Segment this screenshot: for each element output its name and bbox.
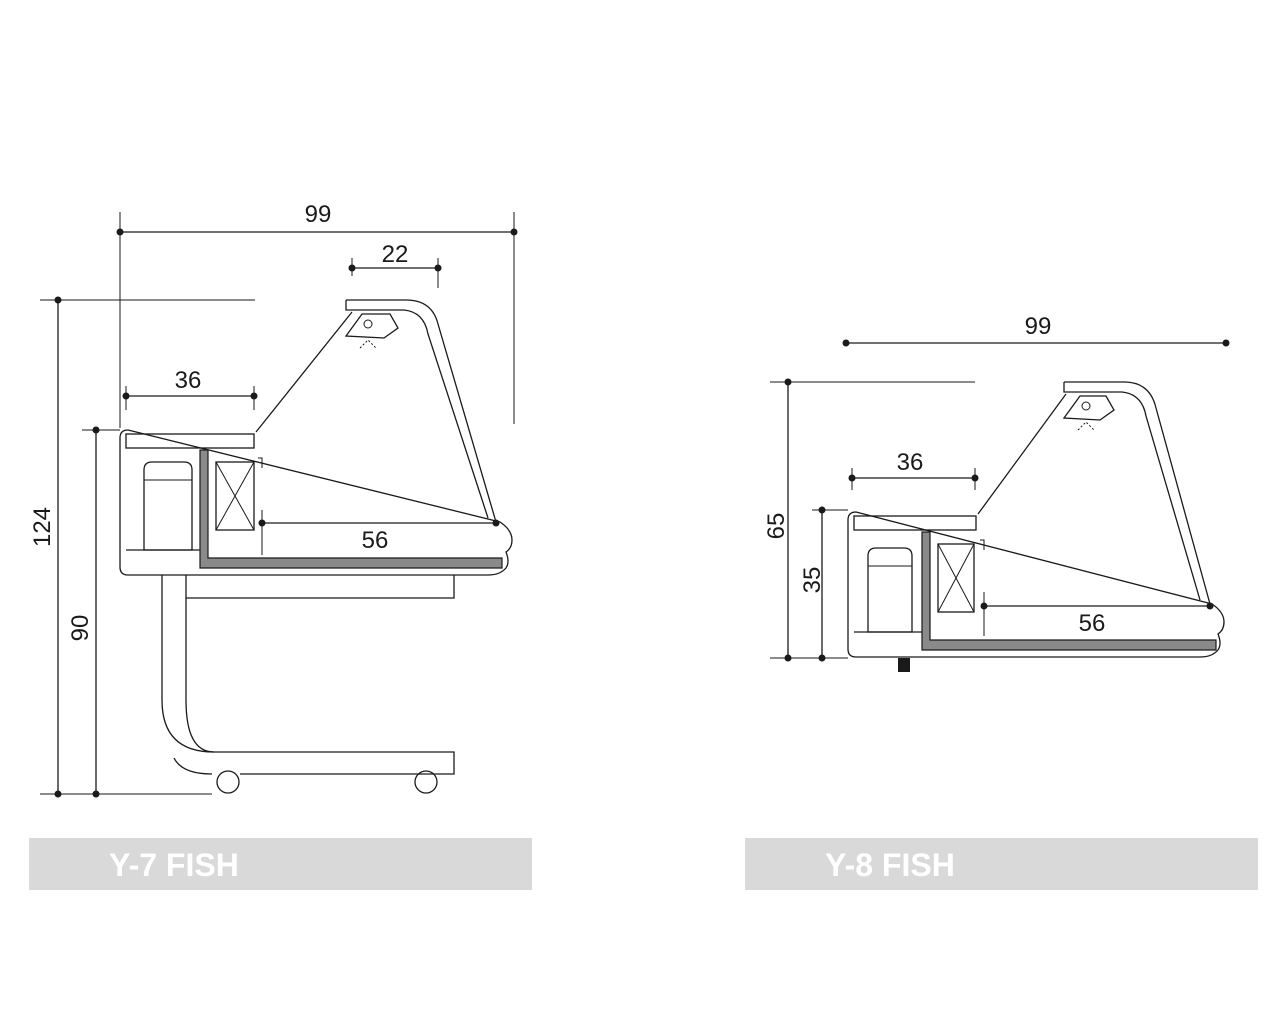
- y8-evaporator: [937, 543, 975, 613]
- y7-label-bar: Y-7 FISH: [29, 838, 532, 890]
- y8-base-height-label: 35: [799, 567, 826, 594]
- y7-wheel-left: [216, 770, 240, 794]
- y8-foot: [898, 658, 910, 672]
- y7-title: Y-7 FISH: [109, 847, 239, 883]
- y7-base-height-label: 90: [67, 615, 94, 642]
- y8-top-shelf: [853, 515, 977, 531]
- y8-inner-width-label: 36: [897, 449, 924, 476]
- y8-glass-inner: [977, 393, 1067, 515]
- y7-lamp: [344, 313, 399, 339]
- y7-glass-canopy: [346, 299, 497, 523]
- y7-wheel-right: [414, 770, 438, 794]
- y7-width-label: 99: [305, 201, 332, 228]
- y8-title: Y-8 FISH: [825, 847, 955, 883]
- y7-top-shelf: [125, 433, 255, 449]
- y8-width-label: 99: [1025, 313, 1052, 340]
- y8-counter-body: [847, 511, 1225, 658]
- y8-label-bar: Y-8 FISH: [745, 838, 1258, 890]
- y7-top-width-label: 22: [382, 241, 409, 268]
- y7-diagram: 99 22 36 124 90: [29, 201, 518, 798]
- y8-cold-plate: [921, 531, 1217, 651]
- y7-depth-label: 56: [362, 527, 389, 554]
- y8-glass-canopy: [1064, 381, 1211, 605]
- y7-glass-inner: [255, 311, 353, 433]
- y7-total-height-label: 124: [29, 507, 56, 547]
- y7-inner-width-label: 36: [175, 367, 202, 394]
- y7-cold-plate: [199, 449, 503, 569]
- y7-evaporator: [215, 461, 255, 531]
- y7-counter-body: [119, 429, 513, 576]
- y8-depth-label: 56: [1079, 610, 1106, 637]
- y8-total-height-label: 65: [763, 513, 790, 540]
- y8-diagram: 99 36 65 35 56: [763, 313, 1230, 672]
- y7-compressor: [143, 461, 193, 551]
- y8-compressor: [867, 547, 913, 633]
- y7-stand: [161, 575, 455, 775]
- y8-lamp: [1062, 395, 1115, 421]
